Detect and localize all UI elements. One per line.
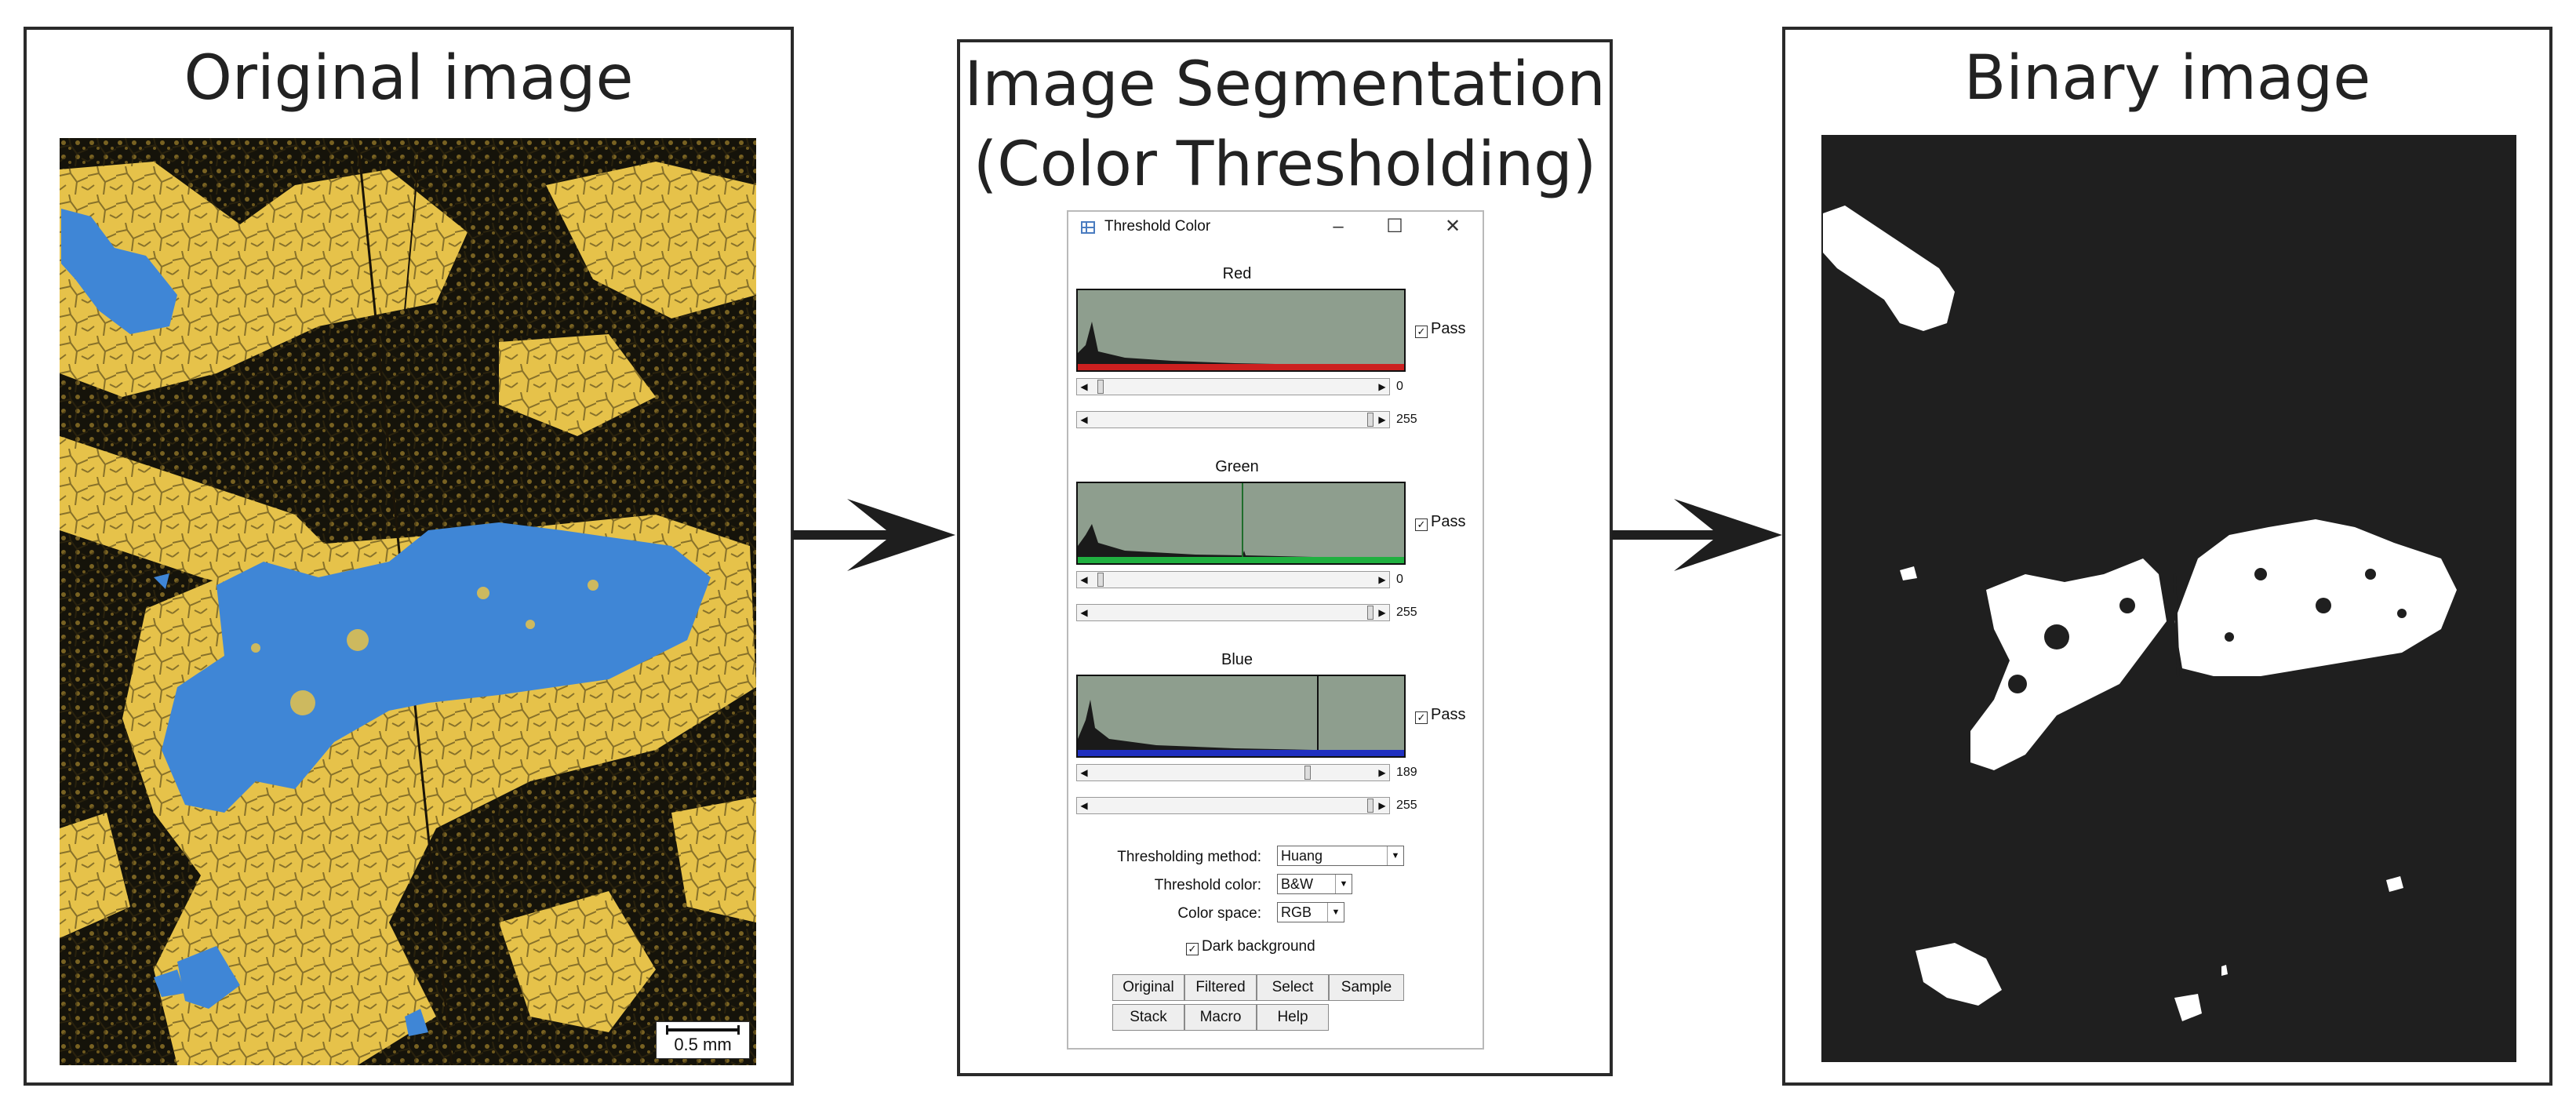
blue-max-slider[interactable]: ◀▶ — [1076, 797, 1390, 814]
blue-gradient-bar — [1078, 750, 1404, 756]
red-max-value: 255 — [1396, 413, 1417, 426]
dark-background-checkbox[interactable]: ✓Dark background — [1186, 938, 1315, 955]
original-micrograph: 0.5 mm — [60, 138, 756, 1065]
scale-bar-label: 0.5 mm — [674, 1035, 732, 1054]
threshold-color-select[interactable]: B&W ▼ — [1277, 874, 1352, 894]
dialog-titlebar: Threshold Color – ☐ ✕ — [1068, 212, 1483, 243]
green-histogram — [1076, 482, 1406, 565]
scale-bar-tick-right — [737, 1025, 740, 1035]
blue-min-value: 189 — [1396, 766, 1417, 779]
segmentation-title-line2: (Color Thresholding) — [973, 129, 1597, 200]
green-max-value: 255 — [1396, 606, 1417, 619]
arrow-segmentation-to-binary — [1611, 499, 1782, 571]
color-space-select[interactable]: RGB ▼ — [1277, 902, 1344, 922]
green-pass-checkbox[interactable]: ✓Pass — [1415, 513, 1465, 531]
red-min-slider[interactable]: ◀▶ — [1076, 378, 1390, 395]
blue-pass-checkbox[interactable]: ✓Pass — [1415, 706, 1465, 724]
arrow-original-to-segmentation — [792, 499, 955, 571]
filtered-button[interactable]: Filtered — [1184, 974, 1257, 1001]
red-histogram — [1076, 289, 1406, 372]
threshold-color-dialog: Threshold Color – ☐ ✕ Red ✓Pass ◀▶ 0 ◀▶ … — [1067, 210, 1484, 1050]
blue-histogram — [1076, 675, 1406, 758]
red-max-slider[interactable]: ◀▶ — [1076, 411, 1390, 428]
color-space-value: RGB — [1281, 904, 1312, 920]
stack-button[interactable]: Stack — [1112, 1004, 1184, 1031]
maximize-button[interactable]: ☐ — [1386, 216, 1403, 237]
binary-mask-graphic — [1821, 135, 2516, 1062]
thresholding-method-value: Huang — [1281, 848, 1323, 864]
binary-image-title: Binary image — [1963, 43, 2371, 114]
thresholding-method-select[interactable]: Huang ▼ — [1277, 846, 1404, 866]
chevron-down-icon: ▼ — [1335, 875, 1352, 893]
blue-min-slider[interactable]: ◀▶ — [1076, 764, 1390, 781]
macro-button[interactable]: Macro — [1184, 1004, 1257, 1031]
threshold-color-label: Threshold color: — [1154, 877, 1261, 893]
scale-bar: 0.5 mm — [656, 1021, 750, 1059]
red-pass-checkbox[interactable]: ✓Pass — [1415, 320, 1465, 338]
color-space-label: Color space: — [1177, 905, 1261, 922]
threshold-color-value: B&W — [1281, 876, 1314, 892]
close-button[interactable]: ✕ — [1444, 216, 1461, 237]
chevron-down-icon: ▼ — [1327, 903, 1344, 922]
dialog-title: Threshold Color — [1104, 218, 1211, 235]
blue-channel-label: Blue — [1221, 651, 1253, 668]
blue-max-value: 255 — [1396, 799, 1417, 812]
binary-mask-image — [1821, 135, 2516, 1062]
select-button[interactable]: Select — [1257, 974, 1329, 1001]
original-image-panel: Original image — [24, 27, 794, 1086]
green-max-slider[interactable]: ◀▶ — [1076, 604, 1390, 621]
scale-bar-line — [666, 1028, 740, 1031]
micrograph-graphic — [60, 138, 756, 1065]
thresholding-method-label: Thresholding method: — [1117, 849, 1261, 865]
green-channel-label: Green — [1215, 458, 1259, 475]
red-channel-label: Red — [1222, 265, 1252, 282]
green-gradient-bar — [1078, 557, 1404, 563]
segmentation-title-line1: Image Segmentation — [964, 49, 1606, 120]
imagej-app-icon — [1081, 221, 1095, 234]
original-image-title: Original image — [184, 43, 634, 114]
red-gradient-bar — [1078, 364, 1404, 370]
minimize-button[interactable]: – — [1333, 216, 1344, 237]
red-min-value: 0 — [1396, 380, 1403, 393]
chevron-down-icon: ▼ — [1387, 846, 1403, 865]
dark-background-label: Dark background — [1202, 938, 1315, 955]
green-min-value: 0 — [1396, 573, 1403, 586]
scale-bar-tick-left — [666, 1025, 668, 1035]
original-button[interactable]: Original — [1112, 974, 1184, 1001]
help-button[interactable]: Help — [1257, 1004, 1329, 1031]
green-min-slider[interactable]: ◀▶ — [1076, 571, 1390, 588]
sample-button[interactable]: Sample — [1329, 974, 1404, 1001]
